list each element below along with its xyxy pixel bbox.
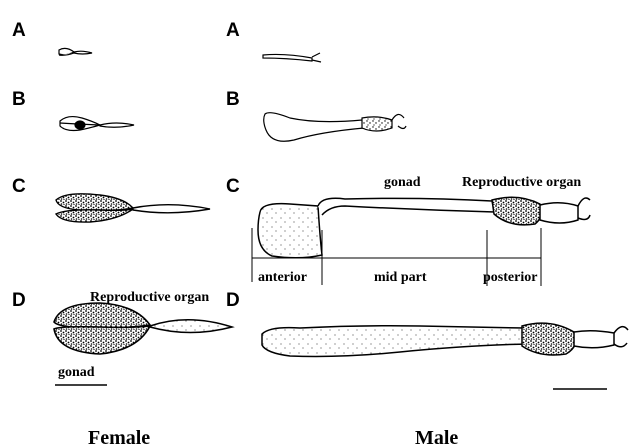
male-stage-a-label: A [226,20,240,41]
male-gonad-stage-c [258,197,590,258]
male-reproductive-organ-label: Reproductive organ [462,175,581,190]
female-gonad-stage-b [60,117,134,131]
male-gonad-label: gonad [384,175,421,190]
posterior-label: posterior [483,270,537,285]
male-column-title: Male [415,427,458,447]
female-stage-b-label: B [12,89,26,110]
female-stage-d-label: D [12,290,26,311]
mid-part-label: mid part [374,270,427,285]
female-gonad-stage-d [54,303,232,354]
female-reproductive-organ-label: Reproductive organ [90,290,209,305]
female-gonad-stage-a [59,48,92,55]
male-gonad-stage-b [264,113,406,142]
female-column-title: Female [88,427,150,447]
female-stage-c-label: C [12,176,26,197]
female-gonad-stage-c [56,194,210,222]
male-stage-d-label: D [226,290,240,311]
female-stage-a-label: A [12,20,26,41]
female-gonad-label: gonad [58,365,95,380]
male-stage-b-label: B [226,89,240,110]
anterior-label: anterior [258,270,307,285]
male-gonad-stage-d [262,323,628,356]
male-gonad-stage-a [263,53,321,62]
male-stage-c-label: C [226,176,240,197]
